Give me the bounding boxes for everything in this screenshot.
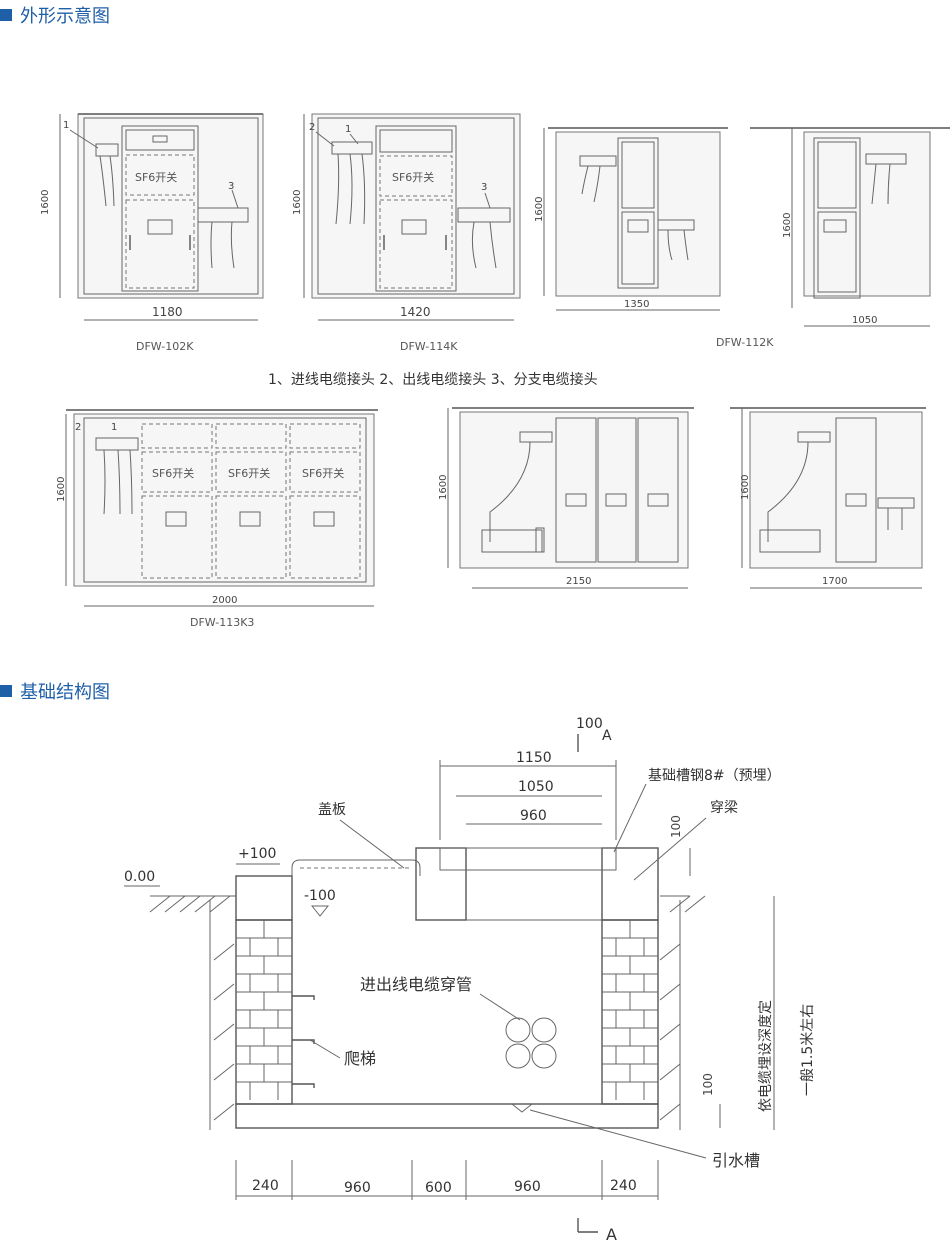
height-label: 1600 (534, 197, 545, 222)
ladder-label: 爬梯 (344, 1049, 376, 1068)
width-label: 1700 (822, 576, 847, 587)
dim-100-bottom: 100 (701, 1073, 715, 1096)
model-name: DFW-102K (136, 340, 194, 353)
level-minus: -100 (304, 888, 336, 904)
base-channel-label: 基础槽钢8#（预埋） (648, 767, 781, 784)
dim-100-side: 100 (669, 815, 683, 838)
width-label: 2150 (566, 576, 591, 587)
width-label: 2000 (212, 595, 237, 606)
switch-label: SF6开关 (228, 466, 270, 480)
unit-dfw-112k-a: 1600 1350 (534, 127, 728, 311)
model-name: DFW-113K3 (190, 616, 254, 629)
height-label: 1600 (782, 213, 793, 238)
height-label: 1600 (292, 190, 303, 215)
callout-3: 3 (481, 182, 487, 193)
callout-1: 1 (63, 120, 69, 131)
section-mark-top: A (602, 728, 612, 744)
section-mark-bottom: A (606, 1225, 617, 1242)
model-name: DFW-114K (400, 340, 458, 353)
section-marker-icon (0, 685, 12, 697)
callout-2: 2 (75, 422, 81, 433)
depth-note-1: 依电缆埋设深度定 (758, 1000, 774, 1112)
width-label: 1180 (152, 305, 183, 319)
unit-1700: 1600 1700 (730, 407, 926, 589)
appearance-section-header: 外形示意图 (0, 2, 110, 28)
drain-label: 引水槽 (712, 1151, 760, 1170)
appearance-title: 外形示意图 (20, 6, 110, 27)
callout-1: 1 (345, 124, 351, 135)
unit-dfw-112k-b: 1600 1050 DFW-112K (716, 127, 950, 349)
switch-label: SF6开关 (302, 466, 344, 480)
callout-2: 2 (309, 122, 315, 133)
unit-dfw-114k: SF6开关 2 1 3 1600 1420 DFW-114K (292, 113, 521, 353)
height-label: 1600 (40, 190, 51, 215)
switch-label: SF6开关 (135, 170, 177, 184)
beam-label: 穿梁 (710, 800, 738, 816)
foundation-section-header: 基础结构图 (0, 678, 110, 704)
dim-bottom-240-left: 240 (252, 1178, 279, 1194)
callout-3: 3 (228, 181, 234, 192)
width-label: 1050 (852, 315, 877, 326)
connector-legend: 1、进线电缆接头 2、出线电缆接头 3、分支电缆接头 (268, 371, 598, 388)
foundation-title: 基础结构图 (20, 682, 110, 703)
height-label: 1600 (56, 477, 67, 502)
unit-dfw-113k3: SF6开关 SF6开关 SF6开关 2 1 1600 2000 DFW-113K… (56, 409, 378, 629)
cable-pipe-label: 进出线电缆穿管 (360, 975, 472, 994)
switch-label: SF6开关 (152, 466, 194, 480)
foundation-diagram: 0.00 +100 -100 盖板 基础槽钢8#（预埋） 穿梁 进出线电缆穿管 … (124, 716, 816, 1242)
dim-bottom-960-left: 960 (344, 1180, 371, 1196)
dim-960-top: 960 (520, 808, 547, 824)
height-label: 1600 (740, 475, 751, 500)
dim-1050: 1050 (518, 779, 554, 795)
model-name: DFW-112K (716, 336, 774, 349)
dim-bottom-960-right: 960 (514, 1179, 541, 1195)
dim-bottom-600: 600 (425, 1180, 452, 1196)
section-marker-icon (0, 9, 12, 21)
switch-label: SF6开关 (392, 170, 434, 184)
width-label: 1350 (624, 299, 649, 310)
dim-bottom-240-right: 240 (610, 1178, 637, 1194)
unit-dfw-102k: SF6开关 1 3 1600 1180 DFW-102K (40, 113, 264, 353)
width-label: 1420 (400, 305, 431, 319)
unit-2150: 1600 2150 (438, 407, 694, 589)
depth-note-2: 一般1.5米左右 (800, 1004, 816, 1096)
height-label: 1600 (438, 475, 449, 500)
level-plus: +100 (238, 846, 276, 862)
level-zero: 0.00 (124, 869, 155, 885)
dim-100-top: 100 (576, 716, 603, 732)
cover-plate-label: 盖板 (318, 802, 346, 818)
callout-1: 1 (111, 422, 117, 433)
dim-1150: 1150 (516, 750, 552, 766)
